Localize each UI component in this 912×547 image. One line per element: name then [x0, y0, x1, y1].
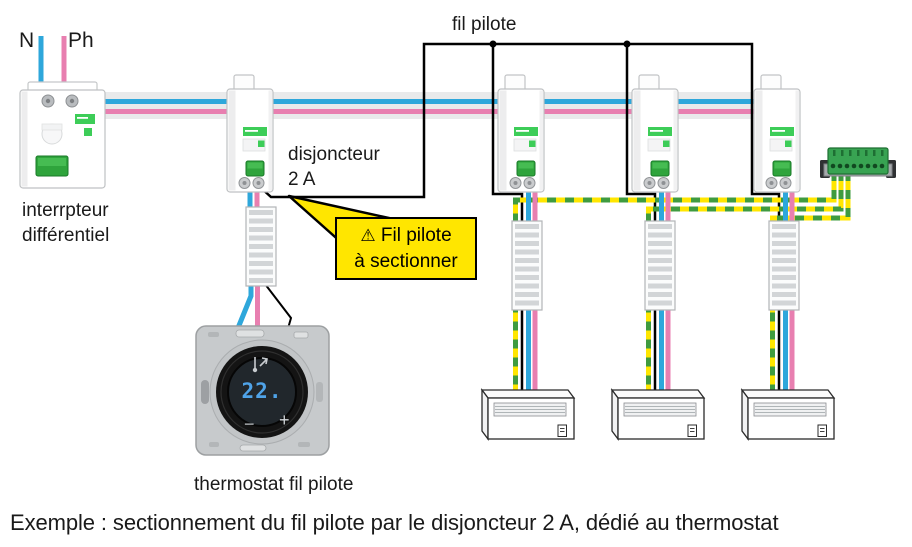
- breaker-heater-1: [497, 74, 545, 193]
- warning-line2: à sectionner: [354, 251, 458, 272]
- differential-switch-label-line1: interrpteur: [22, 200, 109, 221]
- breaker-2a-label-line2: 2 A: [288, 169, 316, 190]
- thermostat-device: [195, 325, 330, 456]
- warning-line1: ⚠ Fil pilote: [337, 223, 475, 249]
- earth-terminal-block: [820, 147, 896, 178]
- thermostat-decrease-label: −: [244, 414, 255, 434]
- heating-mode-icon: [252, 357, 268, 373]
- differential-switch-label-line2: différentiel: [22, 225, 110, 246]
- neutral-label: N: [19, 29, 35, 52]
- warning-icon: ⚠: [360, 226, 376, 246]
- warning-line1-text: Fil pilote: [380, 225, 452, 246]
- breaker-2a-device: [226, 74, 274, 193]
- figure-caption: Exemple : sectionnement du fil pilote pa…: [10, 510, 779, 535]
- heater-2: [611, 389, 705, 440]
- cable-sleeves: [245, 206, 800, 311]
- breaker-heater-2: [631, 74, 679, 193]
- breaker-2a-label: disjoncteur 2 A: [288, 142, 380, 192]
- pilot-junction-dot: [489, 40, 497, 48]
- thermostat-feed-wires: [235, 283, 293, 333]
- sleeve-thermostat: [245, 206, 277, 287]
- heater-3: [741, 389, 835, 440]
- sleeve-heater-1: [511, 220, 543, 311]
- breaker-heater-3: [753, 74, 801, 193]
- thermostat-label: thermostat fil pilote: [194, 474, 354, 495]
- differential-switch-label: interrpteur différentiel: [22, 198, 109, 248]
- differential-switch-device: [19, 81, 106, 189]
- heater-1: [481, 389, 575, 440]
- breaker-2a-label-line1: disjoncteur: [288, 144, 380, 165]
- warning-callout: ⚠ Fil pilote à sectionner: [335, 217, 477, 280]
- sleeve-heater-2: [644, 220, 676, 311]
- phase-label: Ph: [68, 29, 94, 52]
- thermostat-display: 22.: [241, 379, 283, 403]
- pilot-wire-label: fil pilote: [452, 14, 517, 35]
- sleeve-heater-3: [768, 220, 800, 311]
- thermostat-increase-label: +: [279, 410, 290, 430]
- pilot-junction-dot: [623, 40, 631, 48]
